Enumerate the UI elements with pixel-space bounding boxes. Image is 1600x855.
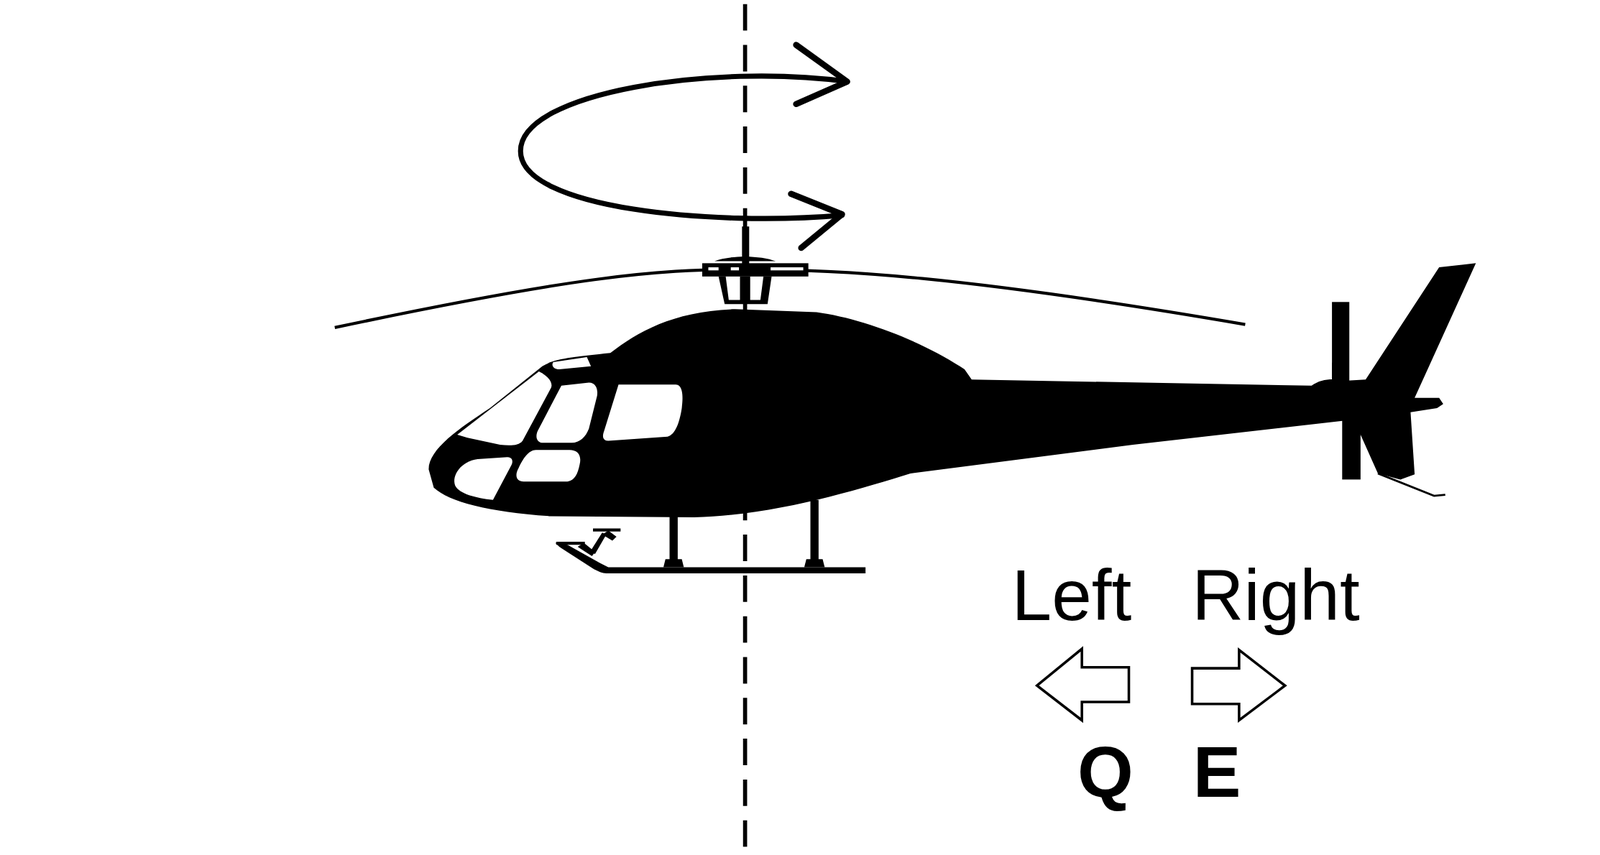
key-label: Q: [1077, 736, 1134, 808]
rotor-hub: [714, 256, 776, 261]
rotor-hub: [718, 276, 772, 305]
tail-fin: [1331, 301, 1350, 384]
rotor-hub: [702, 263, 809, 277]
tail-skid: [1377, 473, 1446, 496]
fuselage: [428, 263, 1476, 518]
direction-label: Right: [1191, 559, 1360, 632]
arrow-head: [796, 44, 848, 104]
landing-skid: [554, 500, 866, 574]
direction-label: Left: [1012, 559, 1133, 632]
window: [454, 357, 683, 501]
key-label: E: [1193, 736, 1242, 808]
tail-fin: [1341, 416, 1361, 480]
arrow-head: [791, 194, 843, 248]
right-arrow: [1192, 650, 1286, 721]
left-arrow: [1037, 649, 1130, 721]
